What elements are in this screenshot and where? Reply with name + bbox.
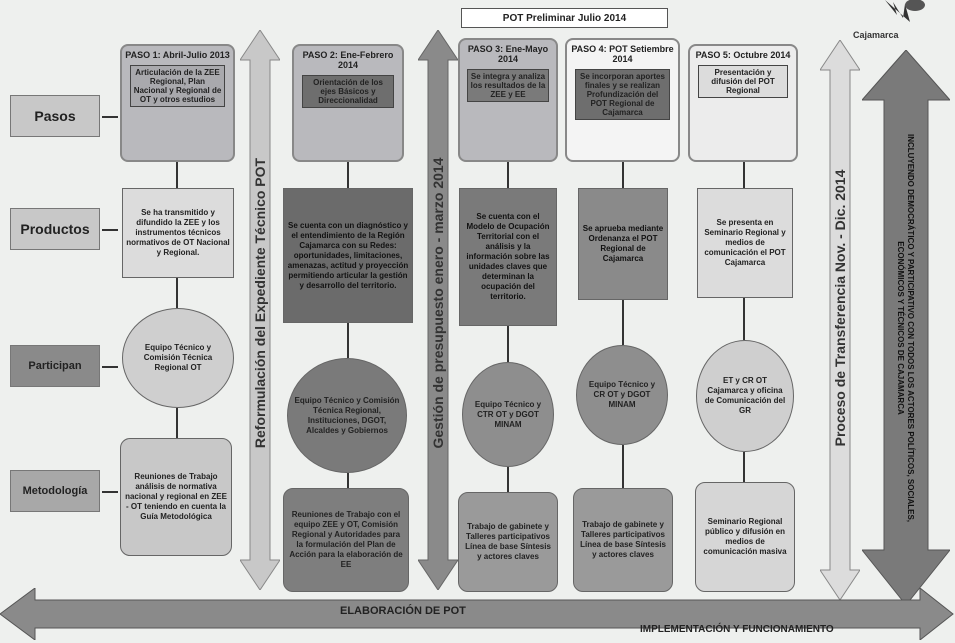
transferencia-label: Proceso de Transferencia Nov. - Dic. 201… <box>832 169 848 447</box>
participan-2: Equipo Técnico y Comisión Técnica Region… <box>287 358 407 473</box>
participan-3: Equipo Técnico y CTR OT y DGOT MINAM <box>462 362 554 467</box>
logo: Cajamarca <box>845 0 950 45</box>
reformulacion-arrow <box>240 30 280 590</box>
label-productos: Productos <box>10 208 100 250</box>
connector <box>176 162 178 188</box>
connector <box>347 323 349 358</box>
paso5-inner: Presentación y difusión del POT Regional <box>697 65 789 98</box>
paso3-title: PASO 3: Ene-Mayo 2014 <box>467 44 549 64</box>
arrow-metodologia <box>102 491 118 493</box>
right-big-arrow <box>862 50 950 605</box>
connector <box>507 467 509 492</box>
paso2-title: PASO 2: Ene-Febrero 2014 <box>302 50 394 70</box>
paso5-box: PASO 5: Octubre 2014 Presentación y difu… <box>688 44 798 162</box>
paso2-inner: Orientación de los ejes Básicos y Direcc… <box>301 75 395 108</box>
paso3-box: PASO 3: Ene-Mayo 2014 Se integra y anali… <box>458 38 558 162</box>
connector <box>507 326 509 362</box>
participan-4: Equipo Técnico y CR OT y DGOT MINAM <box>576 345 668 445</box>
producto-1: Se ha transmitido y difundido la ZEE y l… <box>122 188 234 278</box>
arrow-productos <box>102 229 118 231</box>
arrow-pasos <box>102 116 118 118</box>
producto-5: Se presenta en Seminario Regional y medi… <box>697 188 793 298</box>
arrow-participan <box>102 366 118 368</box>
connector <box>176 408 178 438</box>
participan-5: ET y CR OT Cajamarca y oficina de Comuni… <box>696 340 794 452</box>
label-participan: Participan <box>10 345 100 387</box>
connector <box>176 278 178 308</box>
label-pasos: Pasos <box>10 95 100 137</box>
right-arrow-label: INCLUYENDO DEMOCRÁTICO Y PARTICIPATIVO C… <box>896 133 915 523</box>
connector <box>743 162 745 188</box>
producto-4: Se aprueba mediante Ordenanza el POT Reg… <box>578 188 668 300</box>
paso5-title: PASO 5: Octubre 2014 <box>695 50 791 60</box>
gestion-label: Gestión de presupuesto enero - marzo 201… <box>430 157 446 449</box>
metodologia-4: Trabajo de gabinete y Talleres participa… <box>573 488 673 592</box>
paso4-inner: Se incorporan aportes finales y se reali… <box>575 69 670 120</box>
connector <box>622 300 624 345</box>
gestion-arrow <box>418 30 458 590</box>
metodologia-5: Seminario Regional público y difusión en… <box>695 482 795 592</box>
paso4-box: PASO 4: POT Setiembre 2014 Se incorporan… <box>565 38 680 162</box>
connector <box>347 473 349 488</box>
connector <box>743 298 745 340</box>
producto-3: Se cuenta con el Modelo de Ocupación Ter… <box>459 188 557 326</box>
metodologia-3: Trabajo de gabinete y Talleres participa… <box>458 492 558 592</box>
paso4-title: PASO 4: POT Setiembre 2014 <box>571 44 674 64</box>
paso1-box: PASO 1: Abril-Julio 2013 Articulación de… <box>120 44 235 162</box>
paso2-box: PASO 2: Ene-Febrero 2014 Orientación de … <box>292 44 404 162</box>
paso1-title: PASO 1: Abril-Julio 2013 <box>125 50 230 60</box>
implementacion-label: IMPLEMENTACIÓN Y FUNCIONAMIENTO <box>640 624 834 635</box>
pot-preliminar-label: POT Preliminar Julio 2014 <box>461 8 668 28</box>
transferencia-arrow <box>820 40 860 600</box>
paso1-inner: Articulación de la ZEE Regional, Plan Na… <box>130 65 225 107</box>
bottom-arrow <box>0 588 954 640</box>
connector <box>347 162 349 188</box>
producto-2: Se cuenta con un diagnóstico y el entend… <box>283 188 413 323</box>
connector <box>507 162 509 188</box>
logo-icon <box>885 0 925 22</box>
label-metodologia: Metodología <box>10 470 100 512</box>
elaboracion-label: ELABORACIÓN DE POT <box>340 605 466 617</box>
participan-1: Equipo Técnico y Comisión Técnica Region… <box>122 308 234 408</box>
metodologia-2: Reuniones de Trabajo con el equipo ZEE y… <box>283 488 409 592</box>
paso3-inner: Se integra y analiza los resultados de l… <box>466 69 550 102</box>
reformulacion-label: Reformulación del Expediente Técnico POT <box>252 157 268 449</box>
logo-text: Cajamarca <box>853 30 899 40</box>
metodologia-1: Reuniones de Trabajo análisis de normati… <box>120 438 232 556</box>
connector <box>622 445 624 488</box>
connector <box>622 162 624 188</box>
connector <box>743 452 745 482</box>
